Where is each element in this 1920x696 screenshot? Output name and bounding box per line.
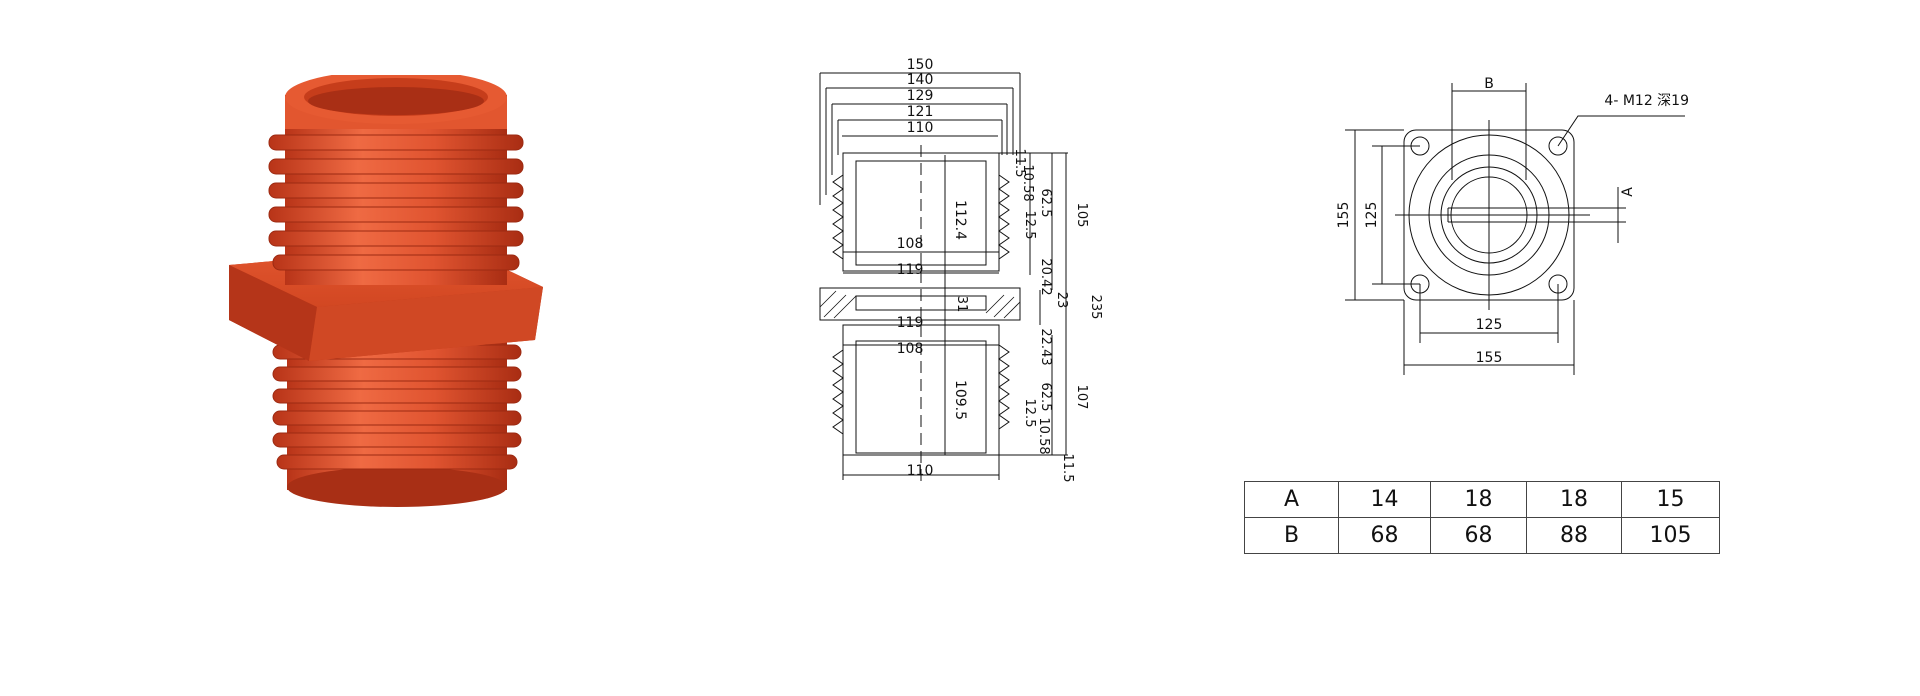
- dim-right-upper-6: 20.42: [1038, 258, 1053, 295]
- dim-lower-height: 109.5: [952, 380, 968, 420]
- dim-top-5: 110: [907, 120, 934, 136]
- dimension-table: A 14 18 18 15 B 68 68 88 105: [1244, 481, 1720, 554]
- table-cell: 88: [1526, 517, 1622, 554]
- table-cell: 68: [1338, 517, 1431, 554]
- dim-flange-thickness: 23: [1054, 292, 1069, 309]
- dim-right-upper-5: 105: [1074, 203, 1089, 228]
- dim-outer-height: 155: [1336, 202, 1352, 229]
- dim-upper-inner: 108: [897, 236, 924, 252]
- dim-top-4: 121: [907, 104, 934, 120]
- table-row: B 68 68 88 105: [1244, 517, 1720, 554]
- dim-outer-width: 155: [1476, 350, 1503, 366]
- dim-top-3: 129: [907, 88, 934, 104]
- table-cell: 14: [1338, 481, 1431, 518]
- upper-body: [268, 75, 524, 285]
- dim-hole-height: 125: [1364, 202, 1380, 229]
- dim-right-lower-2: 22.43: [1038, 328, 1053, 365]
- dim-right-lower-7: 11.5: [1060, 454, 1075, 483]
- table-cell: 15: [1621, 481, 1720, 518]
- label-a: A: [1620, 187, 1636, 197]
- table-cell: 18: [1430, 481, 1527, 518]
- dim-right-upper-4: 12.5: [1022, 211, 1037, 240]
- dim-upper-height: 112.4: [952, 200, 968, 240]
- table-cell: 18: [1526, 481, 1622, 518]
- top-dimension-lines: [819, 72, 1021, 205]
- table-row: A 14 18 18 15: [1244, 481, 1720, 518]
- dim-upper-ring: 119: [897, 262, 924, 278]
- label-b: B: [1484, 76, 1494, 92]
- top-view-dimension-lines: [1345, 83, 1685, 375]
- top-view-drawing: 4- M12 深19 B A 155 125 125 155: [1336, 76, 1689, 375]
- row-label-a: A: [1244, 481, 1339, 518]
- dim-right-lower-6: 10.58: [1036, 417, 1051, 454]
- top-dimension-labels: 150 140 129 121 110: [907, 57, 934, 136]
- section-labels: 112.4 108 119 119 108 109.5 110 11.5 10.…: [897, 149, 1103, 483]
- dim-bottom: 110: [907, 463, 934, 479]
- dim-right-lower-4: 107: [1074, 385, 1089, 410]
- dim-hole-width: 125: [1476, 317, 1503, 333]
- dim-right-lower-1: 31: [954, 296, 969, 313]
- dim-right-lower-5: 12.5: [1022, 399, 1037, 428]
- table-cell: 105: [1621, 517, 1720, 554]
- dim-right-upper-3: 62.5: [1038, 189, 1053, 218]
- insulator-photo: [229, 75, 543, 507]
- centre-lines: [1395, 120, 1590, 310]
- dim-right-lower-3: 62.5: [1038, 383, 1053, 412]
- dim-lower-inner: 108: [897, 341, 924, 357]
- top-view-labels: 4- M12 深19 B A 155 125 125 155: [1336, 76, 1689, 366]
- section-drawing: 150 140 129 121 110: [819, 57, 1103, 485]
- dim-right-upper-2: 10.58: [1020, 164, 1035, 201]
- dim-lower-ring: 119: [897, 315, 924, 331]
- table-cell: 68: [1430, 517, 1527, 554]
- dim-right-upper-1: 11.5: [1012, 149, 1027, 178]
- row-label-b: B: [1244, 517, 1339, 554]
- dim-top-1: 150: [907, 57, 934, 73]
- right-dimension-lines: [999, 152, 1068, 456]
- dim-overall-height: 235: [1088, 295, 1103, 320]
- bolt-callout: 4- M12 深19: [1604, 93, 1689, 109]
- dim-top-2: 140: [907, 72, 934, 88]
